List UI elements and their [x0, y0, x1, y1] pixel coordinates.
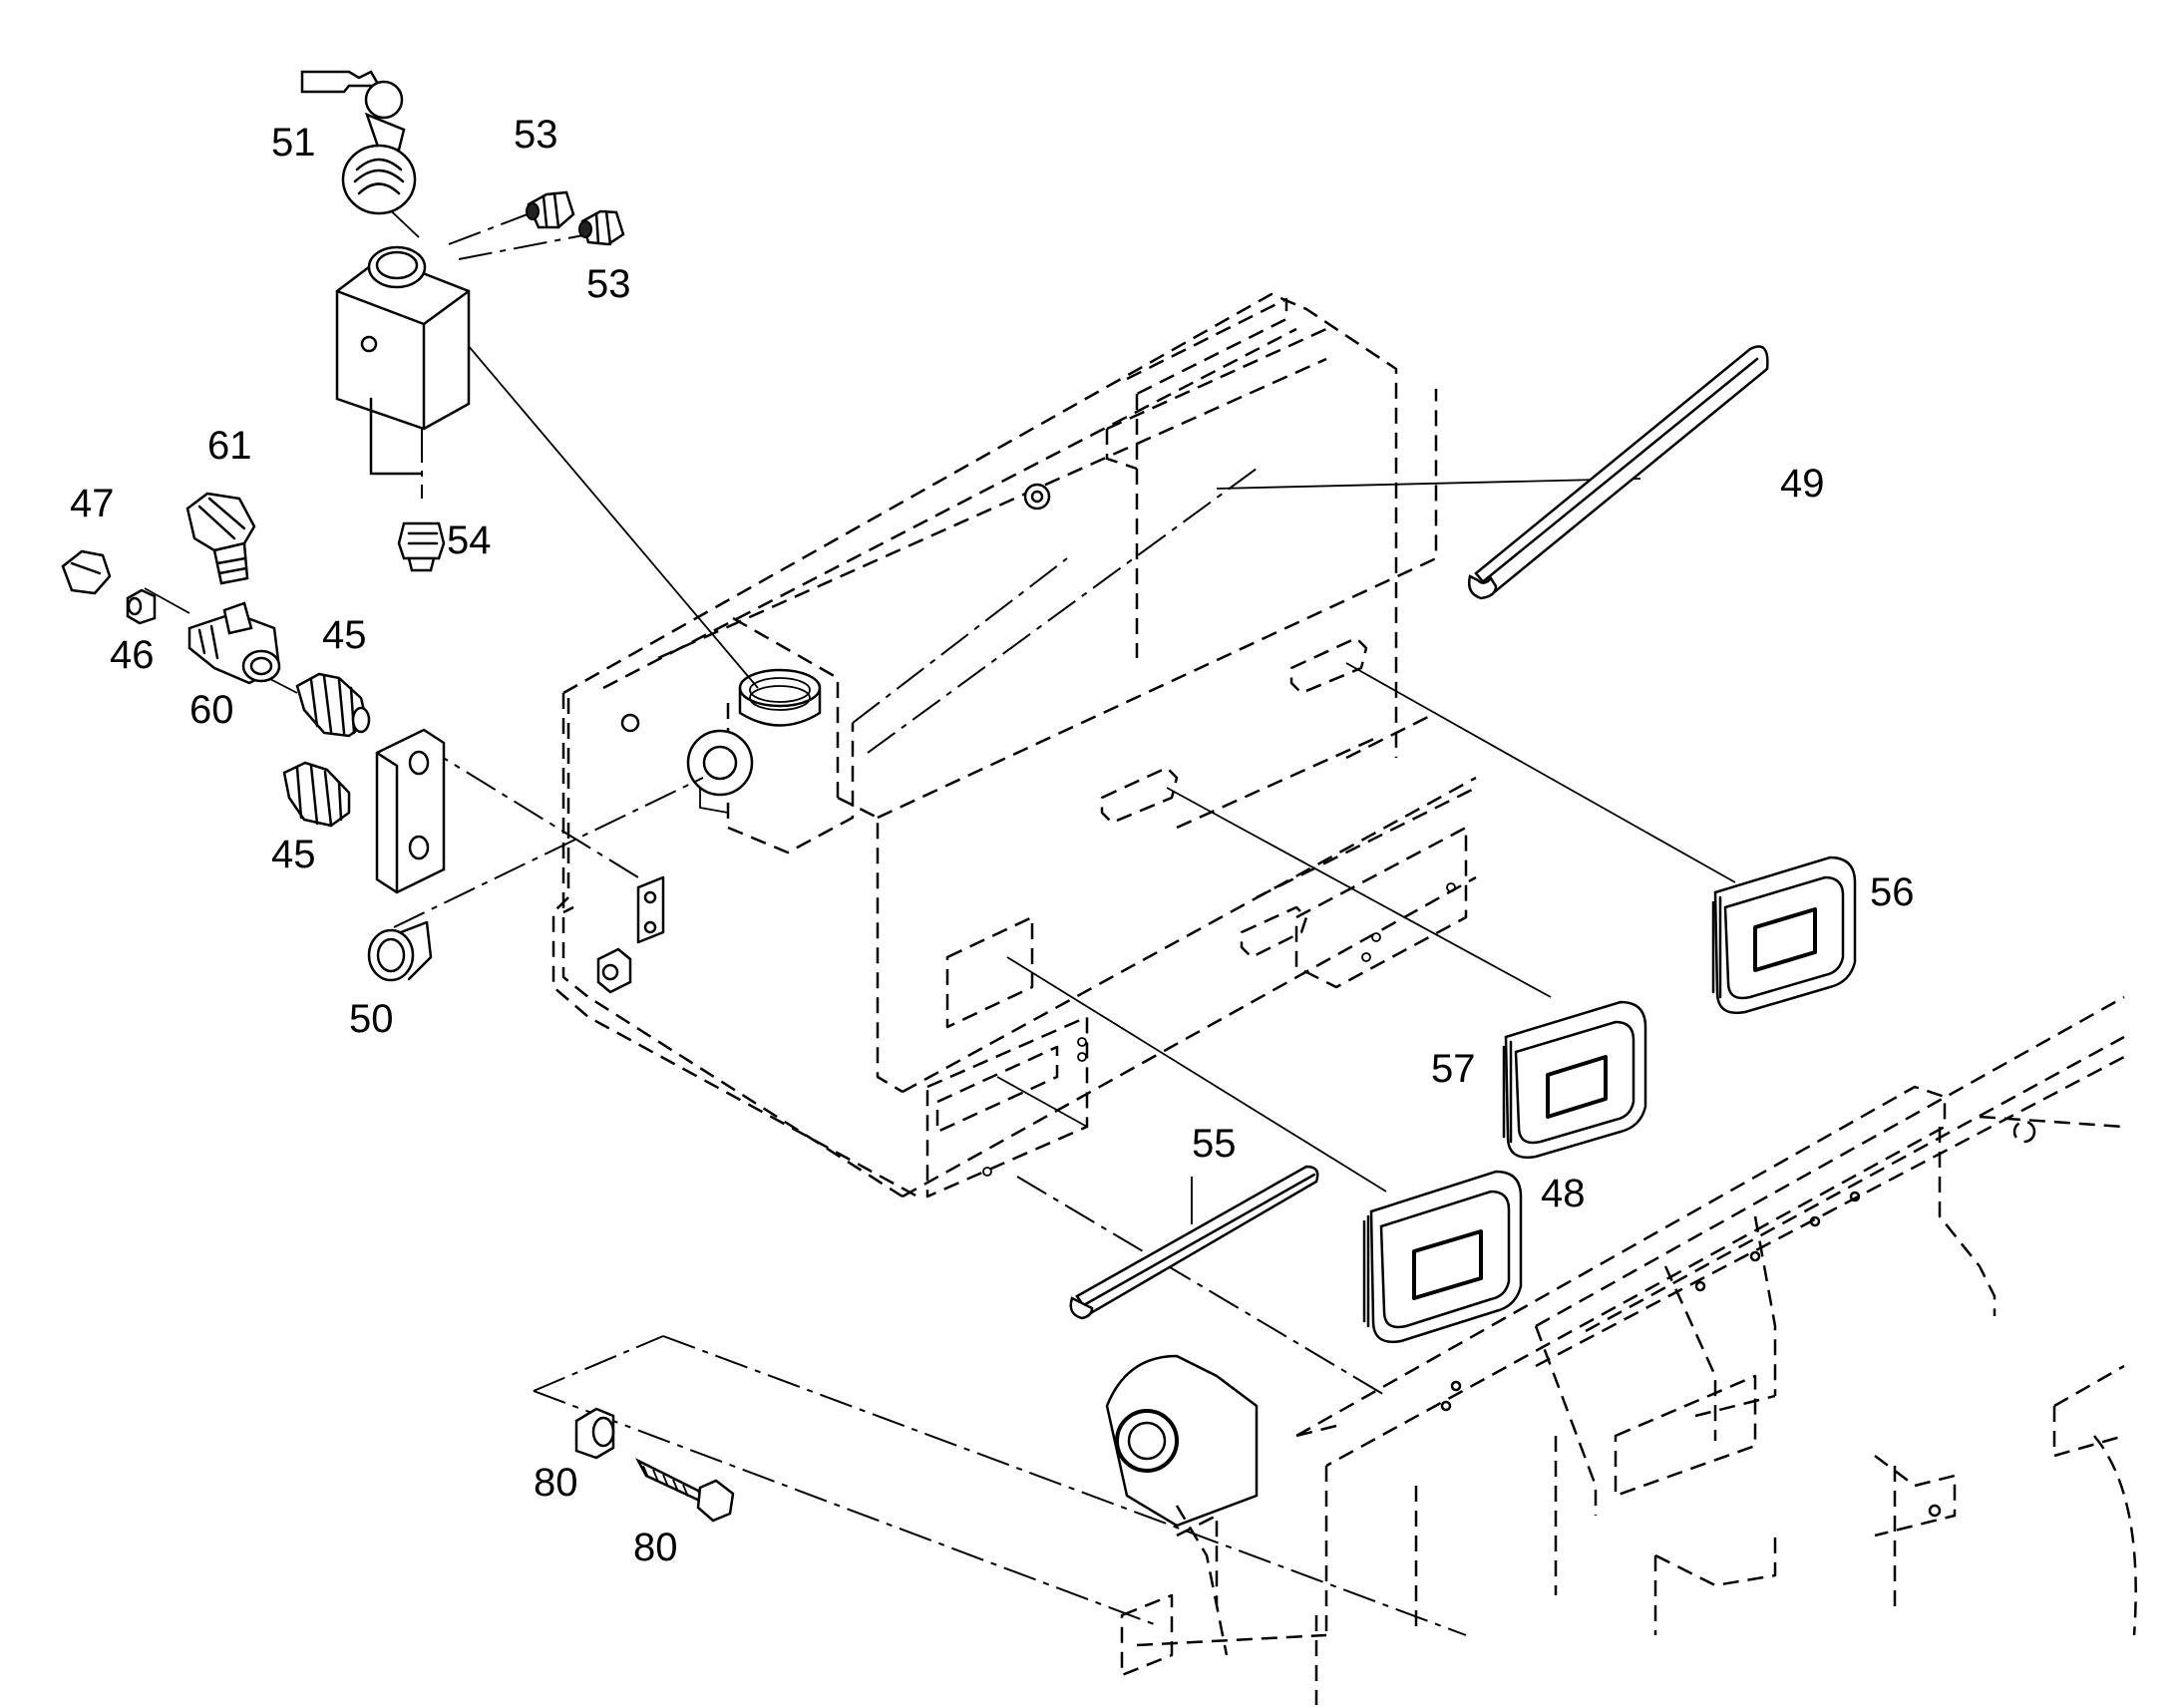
callout-57: 57 — [1431, 1047, 1476, 1091]
callout-48: 48 — [1541, 1172, 1586, 1215]
callout-53-lower: 53 — [586, 262, 631, 306]
callout-60: 60 — [189, 688, 234, 732]
spacer-80 — [574, 1407, 615, 1460]
callout-50: 50 — [349, 997, 394, 1041]
grommet-56 — [1711, 855, 1857, 1015]
tee-fitting-60 — [187, 601, 281, 685]
fittings-53 — [526, 190, 625, 246]
elbow-fitting-61 — [185, 492, 256, 585]
callout-55: 55 — [1192, 1122, 1237, 1166]
nut-47 — [61, 549, 112, 595]
tank-outlet-boss — [686, 729, 754, 814]
callout-labels: 51 53 53 61 47 54 46 45 60 45 50 49 56 5… — [70, 113, 1915, 1569]
frame-pivot-boss — [1105, 1354, 1259, 1656]
grommet-48 — [1362, 1170, 1523, 1344]
callout-53-upper: 53 — [514, 113, 558, 157]
tank-fasteners — [596, 483, 1456, 1177]
bolt-80 — [635, 1458, 735, 1523]
callout-54: 54 — [447, 518, 492, 562]
mounting-plate — [375, 728, 446, 894]
callout-80-upper: 80 — [534, 1461, 578, 1505]
callout-80-lower: 80 — [633, 1526, 678, 1569]
callout-46: 46 — [110, 633, 155, 677]
bulkhead-fitting-45-upper — [295, 672, 371, 738]
filler-cap-with-key — [300, 70, 417, 215]
callout-47: 47 — [70, 482, 115, 525]
seal-strip-55 — [1069, 1165, 1319, 1320]
filter-housing-block — [335, 245, 471, 476]
fitting-54 — [397, 521, 446, 572]
callout-45-upper: 45 — [322, 613, 367, 657]
callout-51: 51 — [271, 121, 316, 165]
grommet-57 — [1502, 1000, 1647, 1160]
callout-49: 49 — [1780, 462, 1825, 506]
callout-45-lower: 45 — [271, 833, 316, 876]
seal-strip-49 — [1467, 345, 1769, 600]
plug-50 — [367, 920, 433, 982]
callout-61: 61 — [207, 424, 252, 468]
sleeve-46 — [126, 588, 157, 625]
bulkhead-fitting-45-lower — [282, 761, 351, 828]
vehicle-frame — [1120, 995, 2137, 1705]
callout-56: 56 — [1870, 870, 1915, 914]
leader-lines — [144, 198, 1736, 1636]
tank-body — [551, 292, 1477, 1198]
